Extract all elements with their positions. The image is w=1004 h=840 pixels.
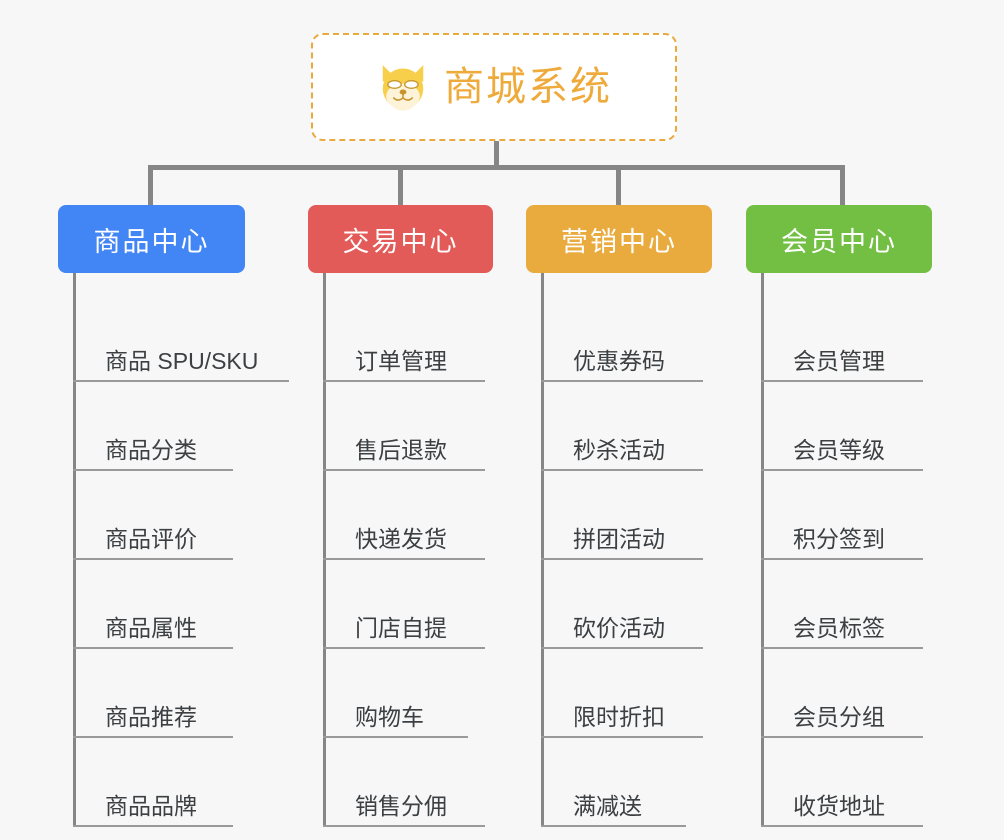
leaf-item[interactable]: 会员分组 (761, 649, 932, 738)
leaf-item[interactable]: 购物车 (323, 649, 493, 738)
leaf-label: 收货地址 (793, 792, 885, 819)
leaf-item[interactable]: 会员标签 (761, 560, 932, 649)
root-node[interactable]: 商城系统 (311, 33, 677, 141)
category-box-2[interactable]: 交易中心 (308, 205, 493, 273)
leaf-item[interactable]: 限时折扣 (541, 649, 712, 738)
leaf-label: 会员管理 (793, 347, 885, 374)
leaf-item[interactable]: 砍价活动 (541, 560, 712, 649)
leaf-item[interactable]: 商品属性 (73, 560, 258, 649)
leaf-item[interactable]: 销售分佣 (323, 738, 493, 827)
category-label-3: 营销中心 (561, 226, 677, 257)
leaf-item[interactable]: 收货地址 (761, 738, 932, 827)
leaf-label: 商品评价 (105, 525, 197, 552)
leaf-item[interactable]: 商品推荐 (73, 649, 258, 738)
leaf-label: 购物车 (355, 703, 424, 730)
leaf-label: 满减送 (573, 792, 642, 819)
leaf-list-3: 优惠券码 秒杀活动 拼团活动 砍价活动 限时折扣 满减送 (541, 273, 712, 827)
leaf-list-1: 商品 SPU/SKU 商品分类 商品评价 商品属性 商品推荐 商品品牌 (73, 273, 290, 827)
leaf-item[interactable]: 商品评价 (73, 471, 258, 560)
branch-column-3: 营销中心 优惠券码 秒杀活动 拼团活动 砍价活动 限时折扣 满减送 (526, 205, 712, 827)
leaf-label: 商品属性 (105, 614, 197, 641)
leaf-item[interactable]: 商品 SPU/SKU (73, 293, 290, 382)
leaf-item[interactable]: 订单管理 (323, 293, 493, 382)
leaf-label: 订单管理 (355, 347, 447, 374)
branch-column-2: 交易中心 订单管理 售后退款 快递发货 门店自提 购物车 销售分佣 (308, 205, 493, 827)
leaf-item[interactable]: 积分签到 (761, 471, 932, 560)
leaf-label: 门店自提 (355, 614, 447, 641)
connector-bus (148, 165, 845, 170)
leaf-label: 会员标签 (793, 614, 885, 641)
leaf-item[interactable]: 门店自提 (323, 560, 493, 649)
leaf-item[interactable]: 商品分类 (73, 382, 258, 471)
leaf-item[interactable]: 快递发货 (323, 471, 493, 560)
leaf-item[interactable]: 优惠券码 (541, 293, 712, 382)
leaf-item[interactable]: 商品品牌 (73, 738, 258, 827)
leaf-item[interactable]: 拼团活动 (541, 471, 712, 560)
leaf-label: 秒杀活动 (573, 436, 665, 463)
leaf-label: 销售分佣 (355, 792, 447, 819)
leaf-label: 优惠券码 (573, 347, 665, 374)
branch-column-4: 会员中心 会员管理 会员等级 积分签到 会员标签 会员分组 收货地址 (746, 205, 932, 827)
leaf-list-4: 会员管理 会员等级 积分签到 会员标签 会员分组 收货地址 (761, 273, 932, 827)
category-label-2: 交易中心 (342, 226, 459, 257)
leaf-item[interactable]: 秒杀活动 (541, 382, 712, 471)
leaf-label: 积分签到 (793, 525, 885, 552)
connector-drop-1 (148, 165, 153, 205)
connector-drop-4 (840, 165, 845, 205)
leaf-label: 商品分类 (105, 436, 197, 463)
connector-stem (494, 141, 499, 169)
leaf-label: 售后退款 (355, 436, 447, 463)
leaf-label: 限时折扣 (573, 703, 665, 730)
leaf-label: 会员等级 (793, 436, 885, 463)
root-title: 商城系统 (444, 65, 612, 109)
category-label-1: 商品中心 (93, 226, 210, 257)
leaf-label: 砍价活动 (573, 614, 665, 641)
connector-drop-2 (398, 165, 403, 205)
leaf-list-2: 订单管理 售后退款 快递发货 门店自提 购物车 销售分佣 (323, 273, 493, 827)
leaf-label: 商品 SPU/SKU (105, 347, 259, 374)
category-box-4[interactable]: 会员中心 (746, 205, 932, 273)
branch-column-1: 商品中心 商品 SPU/SKU 商品分类 商品评价 商品属性 商品推荐 商品品牌 (58, 205, 290, 827)
leaf-item[interactable]: 会员管理 (761, 293, 932, 382)
leaf-label: 快递发货 (355, 525, 447, 552)
connector-drop-3 (616, 165, 621, 205)
leaf-label: 商品推荐 (105, 703, 197, 730)
leaf-label: 拼团活动 (573, 525, 665, 552)
shiba-dog-emoji (382, 65, 424, 111)
leaf-label: 会员分组 (793, 703, 885, 730)
category-box-1[interactable]: 商品中心 (58, 205, 245, 273)
category-box-3[interactable]: 营销中心 (526, 205, 712, 273)
leaf-item[interactable]: 满减送 (541, 738, 712, 827)
leaf-label: 商品品牌 (105, 792, 197, 819)
leaf-item[interactable]: 售后退款 (323, 382, 493, 471)
leaf-item[interactable]: 会员等级 (761, 382, 932, 471)
category-label-4: 会员中心 (781, 226, 897, 257)
